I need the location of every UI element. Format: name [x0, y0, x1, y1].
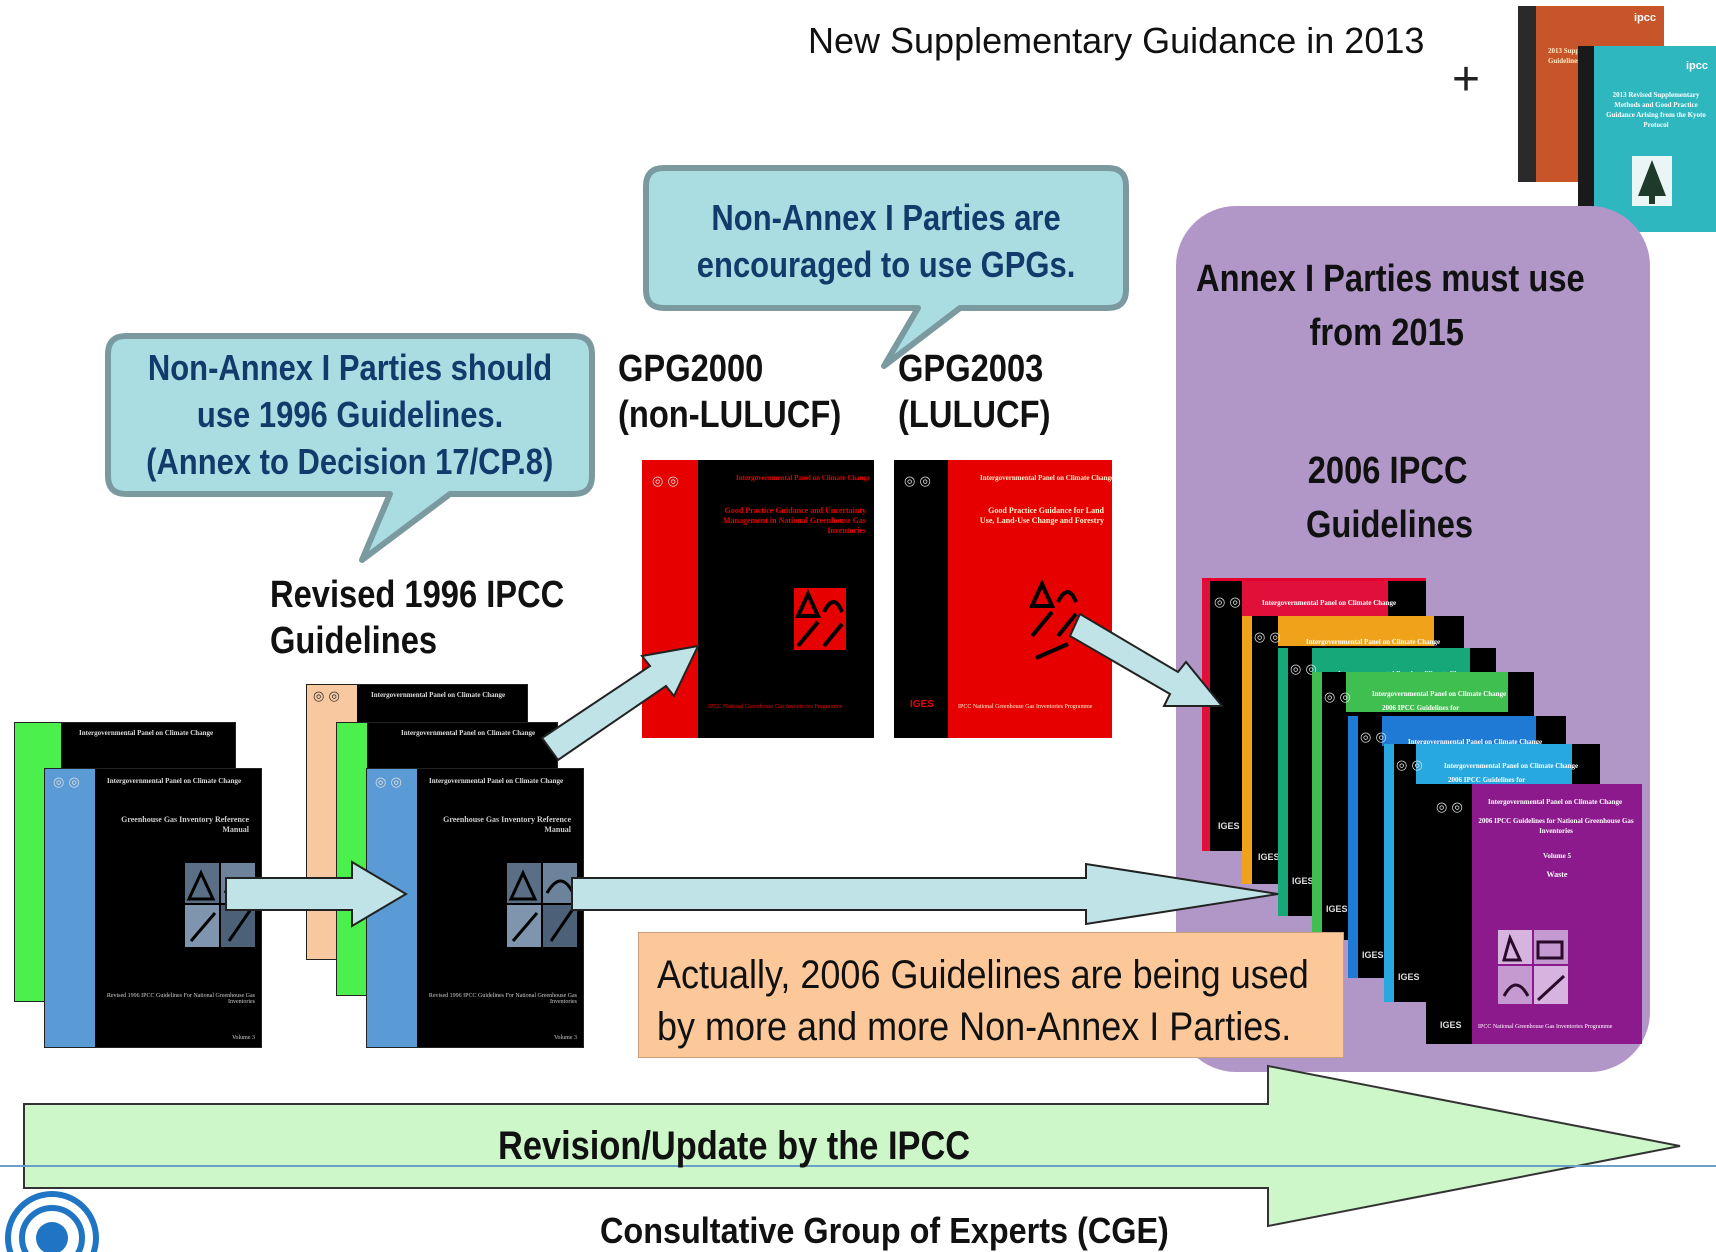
- un-emblem-icon: ◎ ◎: [1254, 630, 1281, 645]
- book-header: Intergovernmental Panel on Climate Chang…: [429, 777, 564, 785]
- book-footer: IPCC National Greenhouse Gas Inventories…: [958, 704, 1093, 710]
- book-title: Good Practice Guidance for Land Use, Lan…: [979, 506, 1104, 525]
- bubble-should-shape: [105, 333, 595, 563]
- label-ipcc-2006: 2006 IPCC Guidelines: [1306, 450, 1474, 546]
- un-emblem-icon: ◎ ◎: [652, 474, 679, 489]
- book-footer: IPCC National Greenhouse Gas Inventories…: [1478, 1024, 1613, 1030]
- un-emblem-icon: ◎ ◎: [1324, 690, 1351, 705]
- iges-logo: IGES: [1218, 821, 1240, 831]
- book-volume: Volume 3: [231, 1035, 255, 1041]
- book-header: Intergovernmental Panel on Climate Chang…: [1306, 638, 1441, 646]
- book-header: Intergovernmental Panel on Climate Chang…: [79, 729, 214, 737]
- un-emblem-icon: ◎ ◎: [1396, 758, 1423, 773]
- supplement-title: New Supplementary Guidance in 2013: [808, 20, 1425, 61]
- tree-icon: [1632, 156, 1672, 206]
- book-header: Intergovernmental Panel on Climate Chang…: [980, 474, 1115, 482]
- bubble-should-text: Non-Annex I Parties should use 1996 Guid…: [146, 347, 554, 482]
- book-waste: Waste: [1546, 870, 1568, 879]
- iges-logo: IGES: [910, 699, 934, 710]
- collage-icon: [507, 863, 577, 947]
- label-annex-must: Annex I Parties must use from 2015: [1196, 258, 1585, 354]
- book-title: 2006 IPCC Guidelines for National Greenh…: [1478, 817, 1634, 835]
- label-gpg2003: GPG2003 (LULUCF): [898, 348, 1051, 436]
- iges-logo: IGES: [1398, 972, 1420, 982]
- book-volume: Volume 3: [553, 1035, 577, 1041]
- label-revised-1996: Revised 1996 IPCC Guidelines: [270, 574, 565, 662]
- note-text: Actually, 2006 Guidelines are being used…: [657, 953, 1309, 1049]
- note-box: Actually, 2006 Guidelines are being used…: [638, 932, 1344, 1058]
- un-emblem-icon: ◎ ◎: [1436, 800, 1463, 815]
- book-subtitle: 2006 IPCC Guidelines for: [1382, 704, 1460, 712]
- book-subtitle: 2006 IPCC Guidelines for: [1448, 776, 1526, 784]
- arrow-1996-to-revised: [225, 860, 408, 928]
- iges-logo: IGES: [1258, 852, 1280, 862]
- book-footer: Revised 1996 IPCC Guidelines For Nationa…: [428, 993, 577, 1005]
- book-title: 2013 Revised Supplementary Methods and G…: [1606, 91, 1706, 129]
- collage-icon: [794, 588, 846, 650]
- un-emblem-icon: ◎ ◎: [1214, 595, 1241, 610]
- cge-logo-icon: [5, 1191, 99, 1252]
- book-footer: Revised 1996 IPCC Guidelines For Nationa…: [106, 993, 255, 1005]
- book-header: Intergovernmental Panel on Climate Chang…: [1408, 738, 1543, 746]
- un-emblem-icon: ◎ ◎: [53, 775, 80, 790]
- arrow-revised-to-gpg2000: [540, 644, 700, 762]
- book-1996-blue: ◎ ◎ Intergovernmental Panel on Climate C…: [44, 768, 262, 1048]
- supplement-book-kp: ipcc 2013 Revised Supplementary Methods …: [1578, 46, 1716, 232]
- collage-icon: [1028, 578, 1080, 662]
- timeline-label: Revision/Update by the IPCC: [498, 1124, 971, 1168]
- book-title: Good Practice Guidance and Uncertainty M…: [723, 506, 866, 535]
- book-header: Intergovernmental Panel on Climate Chang…: [1262, 599, 1397, 607]
- book-header: Intergovernmental Panel on Climate Chang…: [1488, 798, 1623, 806]
- timeline-arrow: [23, 1064, 1681, 1228]
- iges-logo: IGES: [1362, 950, 1384, 960]
- book-header: Intergovernmental Panel on Climate Chang…: [401, 729, 536, 737]
- plus-sign: +: [1452, 53, 1481, 106]
- label-gpg2000: GPG2000 (non-LULUCF): [618, 348, 842, 436]
- book-header: Intergovernmental Panel on Climate Chang…: [1444, 762, 1579, 770]
- book-title: Greenhouse Gas Inventory Reference Manua…: [443, 815, 571, 834]
- bubble-encouraged-text: Non-Annex I Parties are encouraged to us…: [696, 197, 1076, 285]
- book-header: Intergovernmental Panel on Climate Chang…: [107, 777, 242, 785]
- book-2006-purple: ◎ ◎ Intergovernmental Panel on Climate C…: [1426, 784, 1642, 1044]
- book-gpg2000: ◎ ◎ Intergovernmental Panel on Climate C…: [642, 460, 874, 738]
- book-header: Intergovernmental Panel on Climate Chang…: [736, 474, 871, 482]
- waste-collage-icon: [1498, 930, 1568, 1004]
- iges-logo: IGES: [1326, 904, 1348, 914]
- book-title: Greenhouse Gas Inventory Reference Manua…: [121, 815, 249, 834]
- arrow-gpg2003-to-2006: [1068, 612, 1225, 707]
- arrow-revised-to-2006: [571, 862, 1279, 926]
- un-emblem-icon: ◎ ◎: [904, 474, 931, 489]
- book-volume: Volume 5: [1543, 852, 1571, 860]
- un-emblem-icon: ◎ ◎: [1360, 730, 1387, 745]
- footer-cge: Consultative Group of Experts (CGE): [600, 1210, 1169, 1251]
- iges-logo: IGES: [1440, 1020, 1462, 1030]
- iges-logo: IGES: [1292, 876, 1314, 886]
- ipcc-logo: ipcc: [1685, 60, 1708, 72]
- un-emblem-icon: ◎ ◎: [313, 689, 340, 704]
- bubble-encouraged-shape: [643, 165, 1129, 369]
- ipcc-logo: ipcc: [1633, 12, 1656, 24]
- book-footer: IPCC National Greenhouse Gas Inventories…: [708, 704, 843, 710]
- un-emblem-icon: ◎ ◎: [375, 775, 402, 790]
- un-emblem-icon: ◎ ◎: [1290, 662, 1317, 677]
- book-header: Intergovernmental Panel on Climate Chang…: [371, 691, 506, 699]
- book-gpg2003: ◎ ◎ Intergovernmental Panel on Climate C…: [894, 460, 1115, 738]
- book-header: Intergovernmental Panel on Climate Chang…: [1372, 690, 1507, 698]
